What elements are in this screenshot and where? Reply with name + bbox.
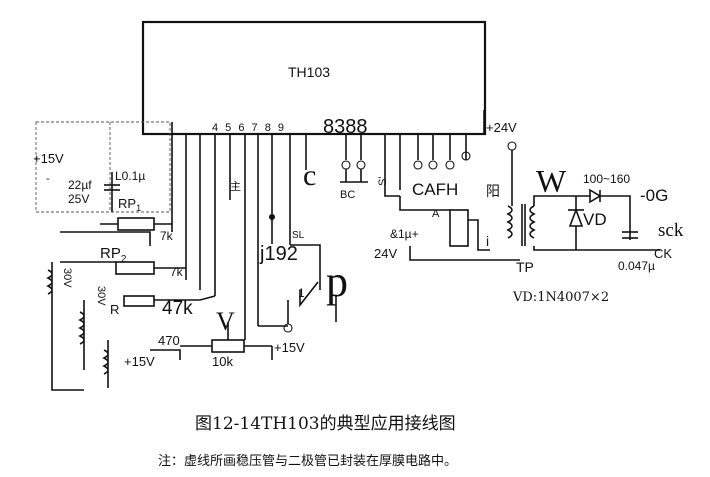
label-7k-b: 7k — [170, 265, 184, 279]
label-v-wiper: V — [216, 307, 235, 336]
label-470: 470 — [158, 333, 180, 348]
label-sl: SL — [292, 230, 305, 241]
label-tp: TP — [516, 259, 534, 275]
coil-b — [78, 300, 85, 370]
coil-a — [46, 262, 53, 300]
figure-caption: 图12-14TH103的典型应用接线图 — [195, 414, 456, 434]
label-og: -0G — [640, 186, 668, 205]
pot-10k — [211, 339, 245, 353]
label-10k: 10k — [212, 354, 233, 369]
label-vd: VD — [583, 210, 607, 229]
label-plus15v-top: +15V — [33, 151, 64, 166]
chip-th103-body — [141, 20, 487, 136]
label-s: S' — [377, 177, 389, 186]
label-yang: 阳 — [486, 183, 500, 199]
label-7k-a: 7k — [160, 229, 174, 243]
label-bc: BC — [340, 189, 355, 201]
coil-c — [102, 340, 109, 388]
label-j192: j192 — [259, 243, 298, 265]
label-30v-b: 30V — [95, 286, 107, 306]
chip-name: TH103 — [288, 64, 330, 80]
label-24v-b: 24V — [374, 246, 397, 261]
label-30v-a: 30V — [61, 268, 73, 288]
label-one: 1 — [298, 286, 305, 300]
label-cap-0-1u: L0.1µ — [115, 169, 145, 183]
label-range: 100~160 — [583, 172, 630, 186]
chip-pin-leads — [171, 110, 485, 326]
transformer-primary — [506, 205, 513, 239]
chip-pin-digits: 8388 — [323, 116, 368, 138]
label-a: A — [432, 208, 440, 220]
label-plus15v-bottom-mid: +15V — [274, 340, 305, 355]
r-resistor — [123, 295, 155, 307]
label-p: p — [326, 257, 348, 306]
label-small-i: i — [486, 233, 489, 249]
label-cafh: CAFH — [412, 180, 458, 199]
label-r: R — [110, 302, 119, 317]
transformer-secondary — [529, 205, 536, 239]
label-cap-1u: &1µ+ — [390, 227, 419, 241]
label-25v: 25V — [68, 192, 89, 206]
minus-sign: - — [46, 173, 50, 185]
label-47k: 47k — [162, 298, 193, 319]
diode-vd-icon — [568, 207, 584, 227]
label-sck: sck — [658, 220, 684, 241]
diode-top-icon — [589, 188, 602, 204]
label-ck: CK — [654, 246, 672, 261]
figure-note: 注：虚线所画稳压管与二极管已封装在厚膜电路中。 — [158, 453, 457, 469]
ground-glyph: 主 — [230, 180, 241, 193]
chip-pin-numbers: 4 5 6 7 8 9 — [212, 122, 286, 134]
label-c: c — [303, 159, 316, 192]
label-cap-22uf: 22µf — [68, 178, 92, 192]
rp1-resistor — [117, 217, 155, 231]
thick-film-dashed-box — [35, 121, 171, 213]
label-rp2: RP2 — [100, 245, 127, 265]
label-plus15v-bottom-left: +15V — [124, 354, 155, 369]
label-rp1: RP1 — [118, 196, 141, 213]
label-w: W — [536, 163, 567, 199]
label-vd-spec: VD:1N4007×2 — [512, 290, 609, 305]
label-plus24v: +24V — [486, 120, 517, 135]
cafh-coil-box — [449, 209, 469, 247]
label-cap-0-047u: 0.047µ — [618, 259, 655, 273]
